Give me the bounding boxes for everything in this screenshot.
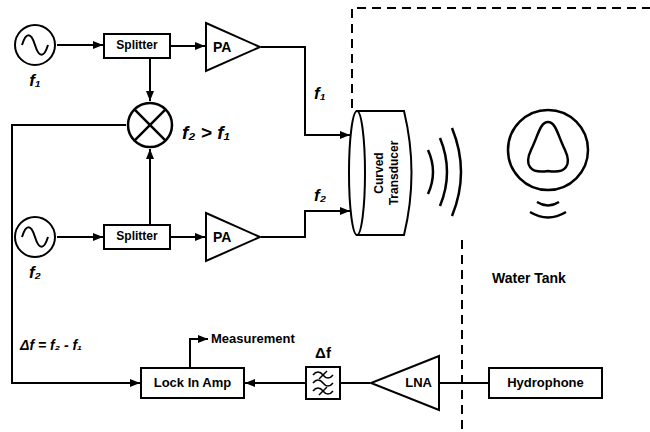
source-stroke [22, 227, 48, 247]
rect-stroke [104, 225, 170, 249]
signal-connector [245, 382, 305, 384]
reflected-wave [537, 202, 559, 206]
signal-connector [12, 125, 140, 383]
power-amplifier: PA [205, 212, 261, 262]
signal-connector [149, 149, 151, 224]
mixer-outline [126, 101, 174, 149]
power-amplifier: PA [205, 22, 261, 72]
node-text: Hydrophone [507, 376, 584, 391]
node-text: PA [213, 229, 231, 245]
signal-connector [440, 382, 488, 384]
output-label: Measurement [211, 331, 295, 346]
rect-stroke [104, 34, 170, 58]
source-stroke [15, 25, 55, 65]
filter-outline [305, 366, 341, 400]
node-text: Lock In Amp [154, 376, 232, 391]
node-text: f₁ [29, 71, 41, 91]
node-text: Δf [315, 344, 331, 361]
transducer-stroke [349, 111, 365, 235]
triR-stroke [206, 23, 260, 71]
source-outline [13, 23, 57, 67]
signal-connector [57, 44, 103, 46]
node-text: Splitter [116, 39, 157, 53]
mixer-stroke [134, 109, 165, 140]
tank-wall [352, 8, 650, 108]
node-text: Water Tank [492, 270, 566, 286]
signal-connector [171, 45, 205, 47]
signal-connector [57, 236, 103, 238]
sound-wave [440, 138, 447, 206]
source-outline [13, 215, 57, 259]
reflected-wave [530, 212, 566, 218]
rect-stroke [489, 368, 602, 398]
sound-wave [428, 150, 433, 194]
splitter-box: Splitter [103, 224, 171, 250]
signal-connector [341, 382, 370, 384]
filter-stroke [306, 367, 340, 399]
target-shape [528, 122, 568, 172]
filter-stroke [319, 371, 327, 395]
lock-in-amplifier: Lock In Amp [140, 367, 245, 399]
signal-source: f₁ [13, 23, 57, 67]
water-tank: Water TankHydrophone [462, 8, 650, 432]
node-text: LNA [405, 376, 432, 391]
sound-wave [452, 128, 461, 216]
signal-label: Δf = f₂ - f₁ [18, 337, 84, 353]
signal-label: f₂ [312, 186, 328, 206]
curved-transducer: Curved Transducer [348, 110, 420, 236]
triR-stroke [206, 213, 260, 261]
source-stroke [22, 35, 48, 55]
signal-connector [261, 47, 350, 135]
low-noise-amplifier: LNA [370, 355, 440, 411]
rect-stroke [141, 368, 244, 398]
splitter-box: Splitter [103, 33, 171, 59]
source-stroke [15, 217, 55, 257]
node-text: f₂ [29, 263, 41, 283]
filter-stroke [313, 380, 333, 386]
hydrophone-box: Hydrophone [488, 367, 603, 399]
node-text: Splitter [116, 230, 157, 244]
mixer-stroke [128, 103, 172, 147]
node-text: f₂ > f₁ [182, 122, 230, 144]
node-text: Curved Transducer [372, 133, 402, 213]
triL-stroke [371, 356, 439, 410]
target-object [508, 110, 588, 190]
node-text: PA [213, 39, 231, 55]
signal-source: f₂ [13, 215, 57, 259]
bandpass-filter: Δf [305, 366, 341, 400]
tank-wall [461, 240, 463, 432]
output-arrow [190, 339, 208, 367]
signal-connector [261, 211, 350, 237]
signal-label: f₁ [312, 84, 328, 104]
signal-connector [171, 236, 205, 238]
signal-connector [149, 59, 151, 101]
mixer-symbol: f₂ > f₁ [126, 101, 174, 149]
